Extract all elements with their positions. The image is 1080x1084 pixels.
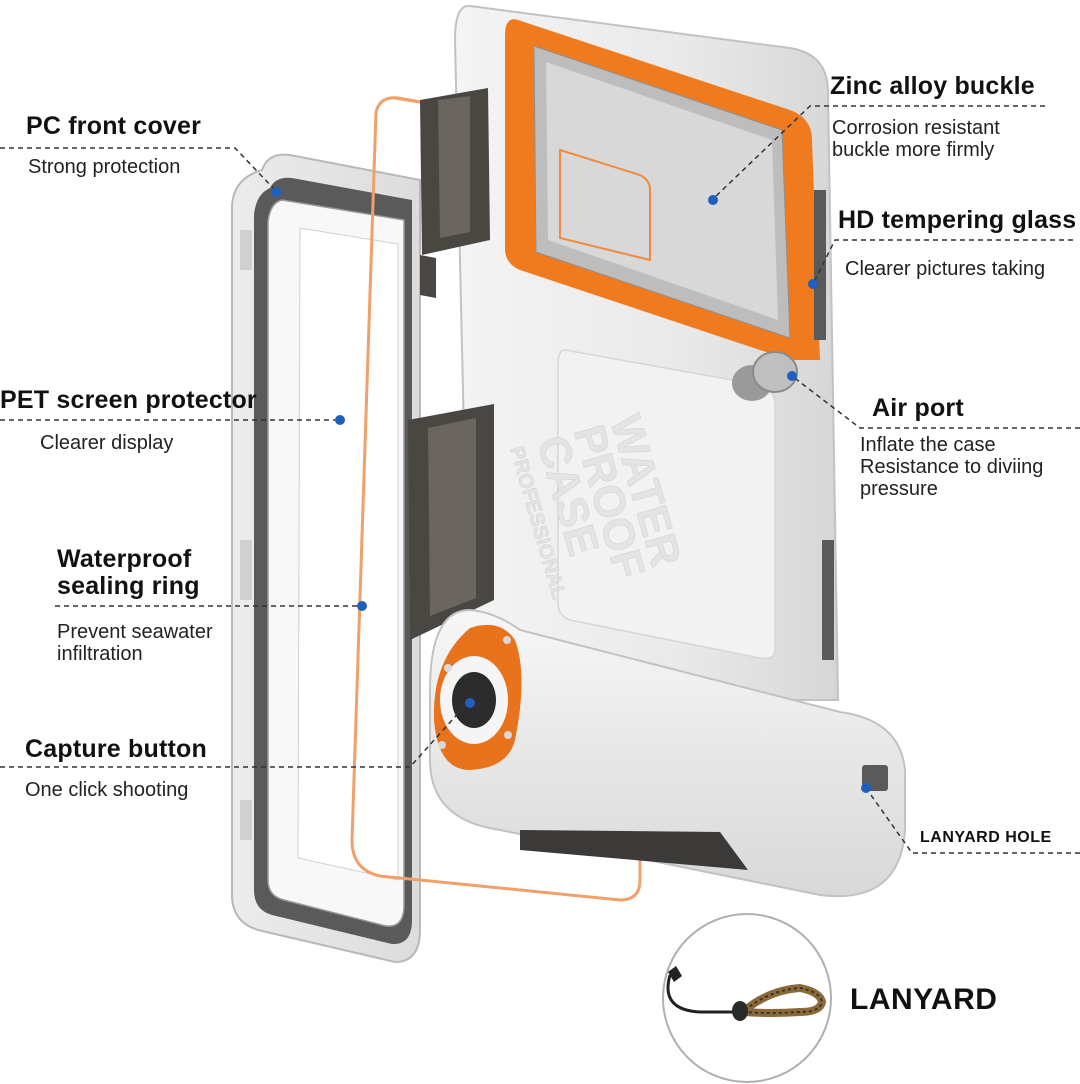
side-buttons-top xyxy=(814,190,826,340)
air-port-title: Air port xyxy=(872,394,964,422)
zinc-alloy-buckle-desc-1: Corrosion resistant xyxy=(832,117,1000,139)
sealing-ring-desc-1: Prevent seawater xyxy=(57,621,213,643)
capture-button-title: Capture button xyxy=(25,735,207,763)
lanyard-hole-title: LANYARD HOLE xyxy=(920,829,1052,846)
callout-dots xyxy=(271,187,871,793)
pc-front-cover xyxy=(231,153,421,964)
lanyard-label: LANYARD xyxy=(850,983,998,1016)
hd-glass-title: HD tempering glass xyxy=(838,206,1077,234)
air-port-desc-3: pressure xyxy=(860,478,938,500)
pc-front-cover-title: PC front cover xyxy=(26,112,202,140)
air-port-knob xyxy=(732,351,798,401)
zinc-alloy-buckle-desc-2: buckle more firmly xyxy=(832,139,995,161)
pet-screen-desc: Clearer display xyxy=(40,432,174,454)
pet-screen-title: PET screen protector xyxy=(0,386,257,414)
sealing-ring-desc-2: infiltration xyxy=(57,643,143,665)
sealing-ring-title-2: sealing ring xyxy=(57,572,200,600)
sealing-ring-title-1: Waterproof xyxy=(57,545,192,573)
hinge-bottom xyxy=(408,404,494,640)
pc-front-cover-desc: Strong protection xyxy=(28,156,181,178)
hd-glass-desc: Clearer pictures taking xyxy=(845,258,1046,280)
case-body: WATER PROOF CASE PROFESSIONAL xyxy=(453,4,840,701)
leader-lines xyxy=(0,105,1080,854)
side-buttons-bottom xyxy=(822,540,834,660)
air-port-desc-2: Resistance to diviing xyxy=(860,456,1044,478)
capture-button-desc: One click shooting xyxy=(25,779,189,801)
air-port-desc-1: Inflate the case xyxy=(860,434,996,456)
bottom-pod xyxy=(429,608,906,898)
hinge-top xyxy=(420,88,490,298)
zinc-alloy-buckle-title: Zinc alloy buckle xyxy=(830,72,1035,100)
lanyard-inset xyxy=(662,913,832,1083)
